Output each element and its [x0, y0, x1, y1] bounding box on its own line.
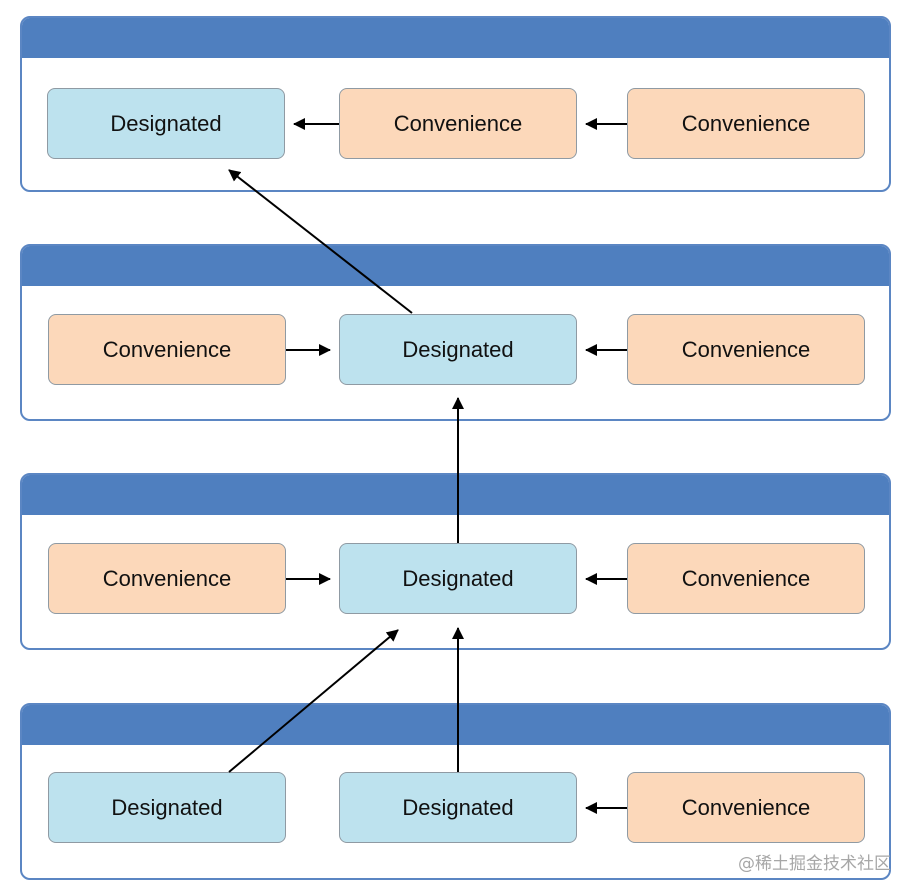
class-panel-header	[22, 246, 889, 286]
node-l4-convenience-right: Convenience	[627, 772, 865, 843]
class-panel-header	[22, 18, 889, 58]
class-panel-header	[22, 705, 889, 745]
node-l4-designated-left: Designated	[48, 772, 286, 843]
node-l4-designated-middle: Designated	[339, 772, 577, 843]
node-l3-designated: Designated	[339, 543, 577, 614]
node-l3-convenience-right: Convenience	[627, 543, 865, 614]
node-l2-convenience-left: Convenience	[48, 314, 286, 385]
node-l2-designated: Designated	[339, 314, 577, 385]
node-l2-convenience-right: Convenience	[627, 314, 865, 385]
node-l1-designated: Designated	[47, 88, 285, 159]
node-l3-convenience-left: Convenience	[48, 543, 286, 614]
node-l1-convenience-middle: Convenience	[339, 88, 577, 159]
watermark-text: @稀土掘金技术社区	[738, 854, 891, 874]
node-l1-convenience-right: Convenience	[627, 88, 865, 159]
class-panel-header	[22, 475, 889, 515]
